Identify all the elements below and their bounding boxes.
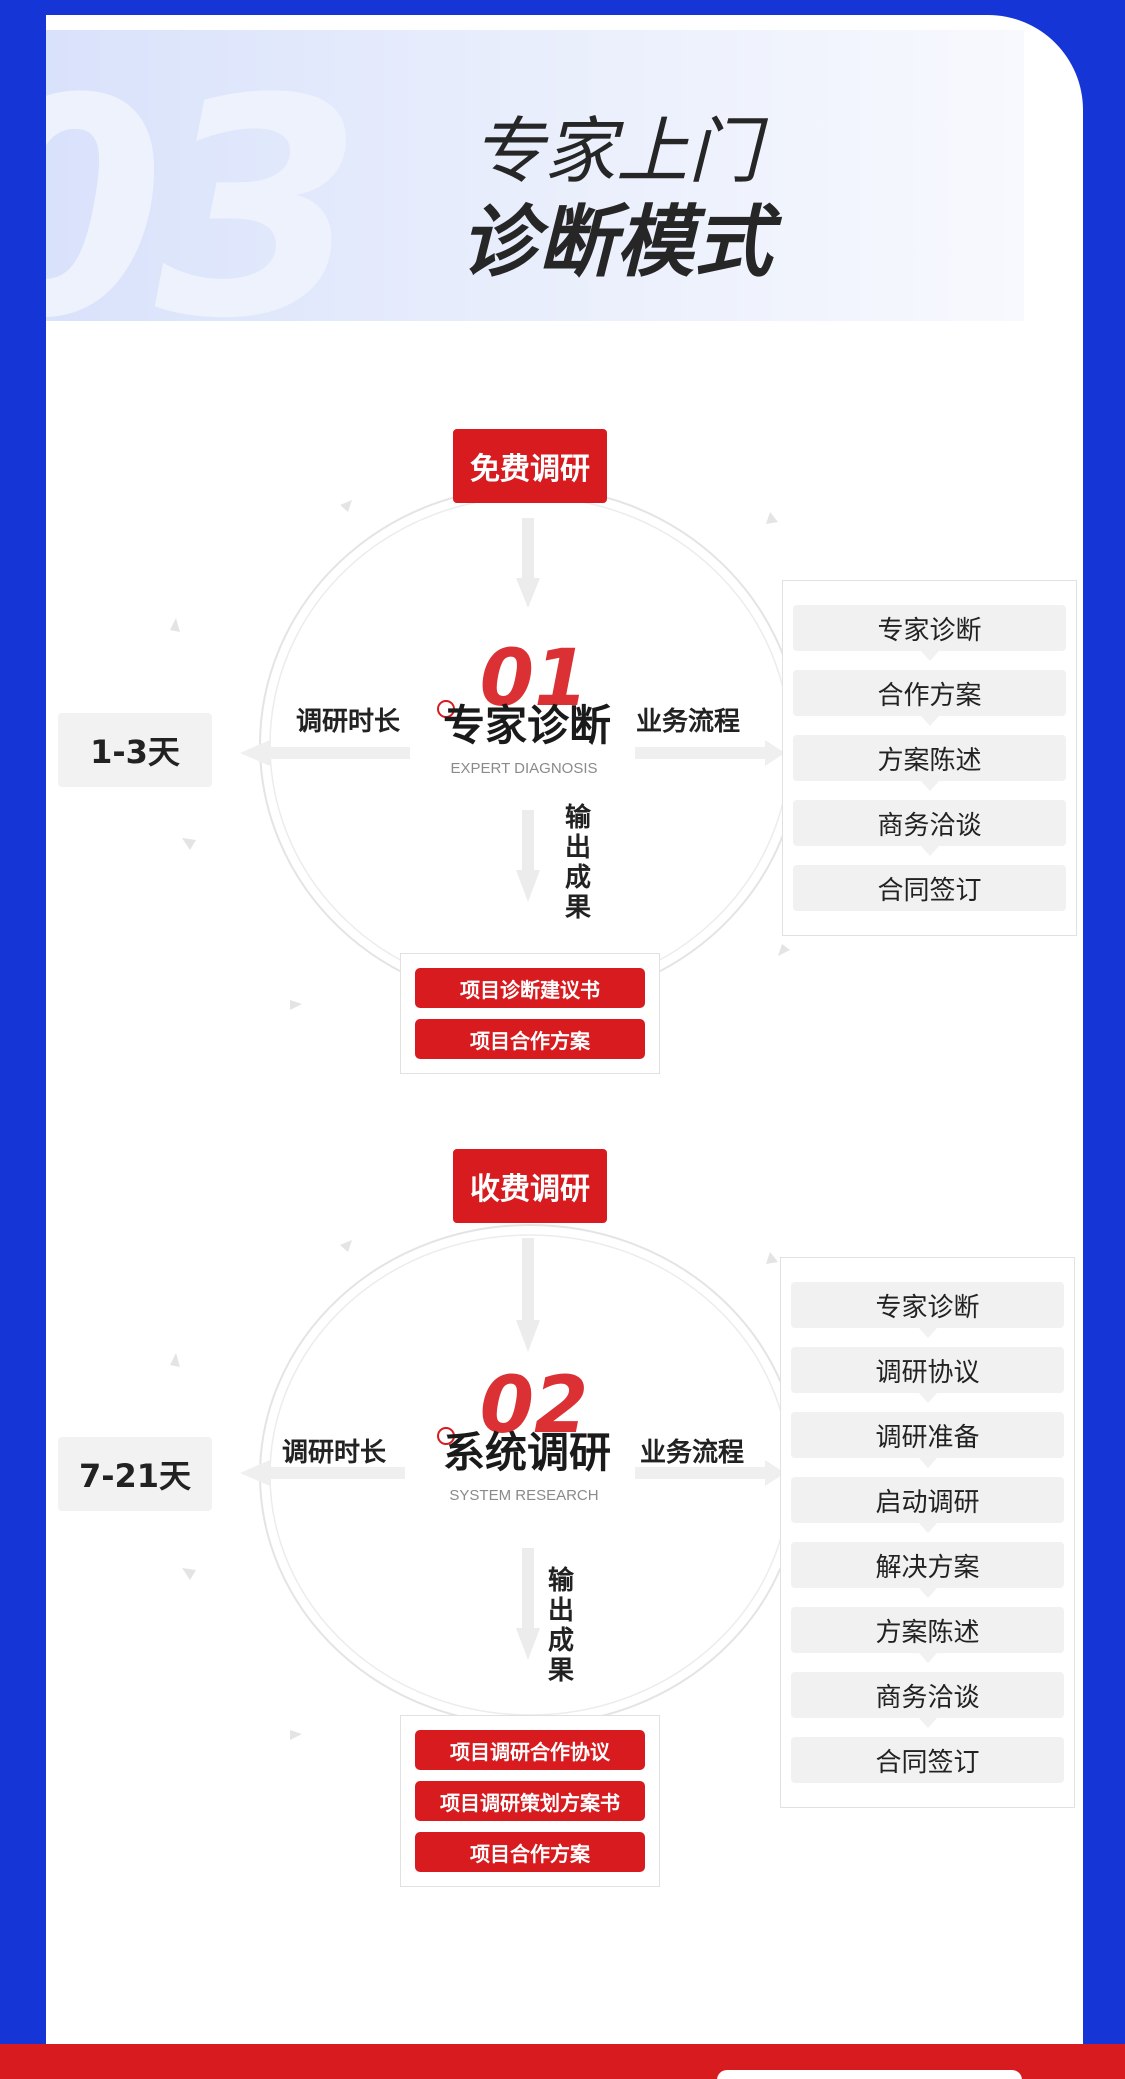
red-dot-ring-icon — [437, 1427, 455, 1445]
output-label-2: 输出成果 — [547, 1566, 574, 1686]
outputs-2: 项目调研合作协议 项目调研策划方案书 项目合作方案 — [400, 1715, 660, 1887]
system-research-title: 系统调研 — [442, 1428, 611, 1477]
output-item: 项目调研策划方案书 — [415, 1781, 645, 1821]
header-number-watermark: 03 — [46, 35, 363, 322]
process-step: 商务洽谈 — [793, 800, 1066, 856]
process-step: 方案陈述 — [793, 735, 1066, 791]
process-steps-2: 专家诊断 调研协议 调研准备 启动调研 解决方案 方案陈述 商务洽谈 合同签订 — [780, 1257, 1075, 1808]
process-step: 合同签订 — [791, 1737, 1064, 1783]
expert-diagnosis-subtitle: EXPERT DIAGNOSIS — [450, 760, 598, 777]
duration-value-2: 7-21天 — [58, 1437, 212, 1511]
arrows-1 — [240, 518, 785, 902]
process-step: 合同签订 — [793, 865, 1066, 911]
red-dot-ring-icon — [437, 700, 455, 718]
process-step: 专家诊断 — [791, 1282, 1064, 1338]
arrows-2 — [240, 1238, 785, 1660]
process-label-2: 业务流程 — [640, 1438, 745, 1468]
output-item: 项目合作方案 — [415, 1832, 645, 1872]
footer-pill — [717, 2070, 1022, 2079]
duration-label-2: 调研时长 — [282, 1438, 387, 1468]
paid-research-tag: 收费调研 — [453, 1149, 607, 1223]
process-step: 调研协议 — [791, 1347, 1064, 1403]
process-steps-1: 专家诊断 合作方案 方案陈述 商务洽谈 合同签订 — [782, 580, 1077, 936]
header-title-line2: 诊断模式 — [459, 198, 772, 288]
process-label-1: 业务流程 — [636, 707, 741, 737]
process-step: 专家诊断 — [793, 605, 1066, 661]
process-step: 解决方案 — [791, 1542, 1064, 1598]
expert-diagnosis-title: 专家诊断 — [442, 701, 611, 750]
section-header: 03 专家上门 诊断模式 — [46, 30, 1024, 321]
system-research-subtitle: SYSTEM RESEARCH — [449, 1487, 599, 1504]
process-step: 启动调研 — [791, 1477, 1064, 1533]
process-step: 商务洽谈 — [791, 1672, 1064, 1728]
free-research-tag: 免费调研 — [453, 429, 607, 503]
output-item: 项目合作方案 — [415, 1019, 645, 1059]
process-step: 合作方案 — [793, 670, 1066, 726]
step-number-01: 01 — [479, 634, 589, 724]
output-item: 项目诊断建议书 — [415, 968, 645, 1008]
output-item: 项目调研合作协议 — [415, 1730, 645, 1770]
duration-label-1: 调研时长 — [296, 707, 401, 737]
output-label-1: 输出成果 — [564, 803, 591, 923]
process-step: 方案陈述 — [791, 1607, 1064, 1663]
process-step: 调研准备 — [791, 1412, 1064, 1468]
outputs-1: 项目诊断建议书 项目合作方案 — [400, 953, 660, 1074]
header-title-line1: 专家上门 — [471, 109, 760, 193]
duration-value-1: 1-3天 — [58, 713, 212, 787]
step-number-02: 02 — [479, 1361, 589, 1451]
